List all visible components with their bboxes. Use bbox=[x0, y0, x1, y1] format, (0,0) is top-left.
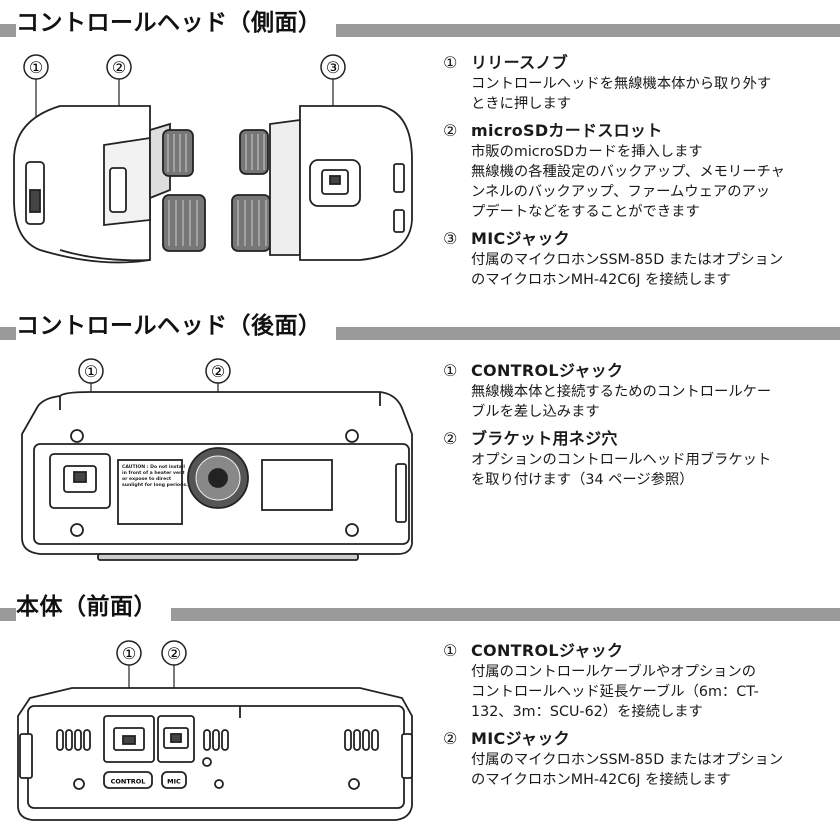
section-title: コントロールヘッド（側面） bbox=[16, 7, 336, 39]
item-number: ② bbox=[443, 429, 458, 448]
item-number: ③ bbox=[443, 229, 458, 248]
desc-item: ② MICジャック 付属のマイクロホンSSM-85D またはオプション のマイクロ… bbox=[443, 728, 828, 790]
control-label-box bbox=[103, 771, 153, 789]
caution-line: CAUTION : Do not install bbox=[122, 464, 185, 470]
item-line: コントロールヘッド延長ケーブル（6m：CT- bbox=[471, 684, 759, 700]
section-head-front: 本体（前面） bbox=[0, 591, 840, 623]
figure-rear-view: ① ② CAUTION : Do not install in front of… bbox=[21, 358, 413, 561]
item-line: プデートなどをすることができます bbox=[471, 204, 700, 220]
item-number: ② bbox=[443, 121, 458, 140]
section-head-rear: コントロールヘッド（後面） bbox=[0, 310, 840, 342]
head-left-side bbox=[13, 105, 206, 264]
section-head-side: コントロールヘッド（側面） bbox=[0, 7, 840, 39]
caution-line: in front of a heater vent bbox=[122, 470, 185, 476]
desc-item: ① リリースノブ コントロールヘッドを無線機本体から取り外す ときに押します bbox=[443, 52, 828, 114]
item-line: 132、3m：SCU-62）を接続します bbox=[471, 704, 703, 720]
item-number: ① bbox=[443, 361, 458, 380]
section-band bbox=[0, 608, 840, 621]
item-line: コントロールヘッドを無線機本体から取り外す bbox=[471, 76, 772, 92]
rear-panel bbox=[21, 391, 413, 561]
item-line: ブルを差し込みます bbox=[471, 404, 600, 420]
item-number: ① bbox=[443, 53, 458, 72]
caution-label: CAUTION : Do not install in front of a h… bbox=[122, 464, 188, 488]
item-line: オプションのコントロールヘッド用ブラケット bbox=[471, 452, 772, 468]
callout-1: ① bbox=[23, 54, 49, 170]
desc-item: ② ブラケット用ネジ穴 オプションのコントロールヘッド用ブラケット を取り付けます… bbox=[443, 428, 828, 490]
item-name: CONTROLジャック bbox=[471, 361, 624, 380]
callout-2-label: ② bbox=[167, 644, 181, 663]
item-line: 無線機の各種設定のバックアップ、メモリーチャ bbox=[471, 164, 785, 180]
item-line: 無線機本体と接続するためのコントロールケー bbox=[471, 384, 772, 400]
callout-2-label: ② bbox=[112, 58, 126, 77]
desc-item: ② microSDカードスロット 市販のmicroSDカードを挿入します 無線機の… bbox=[443, 120, 828, 222]
item-name: ブラケット用ネジ穴 bbox=[471, 429, 618, 448]
front-desc-list: ① CONTROLジャック 付属のコントロールケーブルやオプションの コントロール… bbox=[443, 640, 828, 796]
item-line: ンネルのバックアップ、ファームウェアのアッ bbox=[471, 184, 771, 200]
item-line: 付属のコントロールケーブルやオプションの bbox=[471, 664, 757, 680]
desc-item: ① CONTROLジャック 付属のコントロールケーブルやオプションの コントロール… bbox=[443, 640, 828, 722]
section-title: コントロールヘッド（後面） bbox=[16, 310, 336, 342]
section-title: 本体（前面） bbox=[16, 591, 171, 623]
item-name: MICジャック bbox=[471, 229, 570, 248]
item-number: ② bbox=[443, 729, 458, 748]
rear-desc-list: ① CONTROLジャック 無線機本体と接続するためのコントロールケー ブルを差し… bbox=[443, 360, 828, 496]
caution-line: sunlight for long periods. bbox=[122, 482, 188, 488]
front-panel bbox=[17, 687, 413, 821]
item-name: CONTROLジャック bbox=[471, 641, 624, 660]
item-line: のマイクロホンMH-42C6J を接続します bbox=[471, 772, 731, 788]
callout-1-label: ① bbox=[29, 58, 43, 77]
callout-1-label: ① bbox=[122, 644, 136, 663]
figure-side-view: ① ② ③ bbox=[13, 54, 413, 264]
item-name: リリースノブ bbox=[471, 53, 569, 72]
control-jack-label: CONTROL bbox=[111, 778, 146, 786]
mic-label-box bbox=[161, 771, 187, 789]
item-number: ① bbox=[443, 641, 458, 660]
callout-2-label: ② bbox=[211, 362, 225, 381]
item-line: 付属のマイクロホンSSM-85D またはオプション bbox=[471, 752, 784, 768]
item-line: 市販のmicroSDカードを挿入します bbox=[471, 144, 703, 160]
desc-item: ③ MICジャック 付属のマイクロホンSSM-85D またはオプション のマイクロ… bbox=[443, 228, 828, 290]
item-line: を取り付けます（34 ページ参照） bbox=[471, 472, 694, 488]
item-line: のマイクロホンMH-42C6J を接続します bbox=[471, 272, 731, 288]
head-right-side bbox=[231, 105, 413, 261]
desc-item: ① CONTROLジャック 無線機本体と接続するためのコントロールケー ブルを差し… bbox=[443, 360, 828, 422]
mic-jack-label: MIC bbox=[167, 778, 181, 786]
item-line: 付属のマイクロホンSSM-85D またはオプション bbox=[471, 252, 784, 268]
item-name: microSDカードスロット bbox=[471, 121, 663, 140]
item-line: ときに押します bbox=[471, 96, 572, 112]
caution-line: or expose to direct bbox=[122, 476, 172, 482]
callout-3-label: ③ bbox=[326, 58, 340, 77]
item-name: MICジャック bbox=[471, 729, 570, 748]
callout-1-label: ① bbox=[84, 362, 98, 381]
figure-front-view: ① ② CONTROL MIC bbox=[17, 640, 413, 821]
